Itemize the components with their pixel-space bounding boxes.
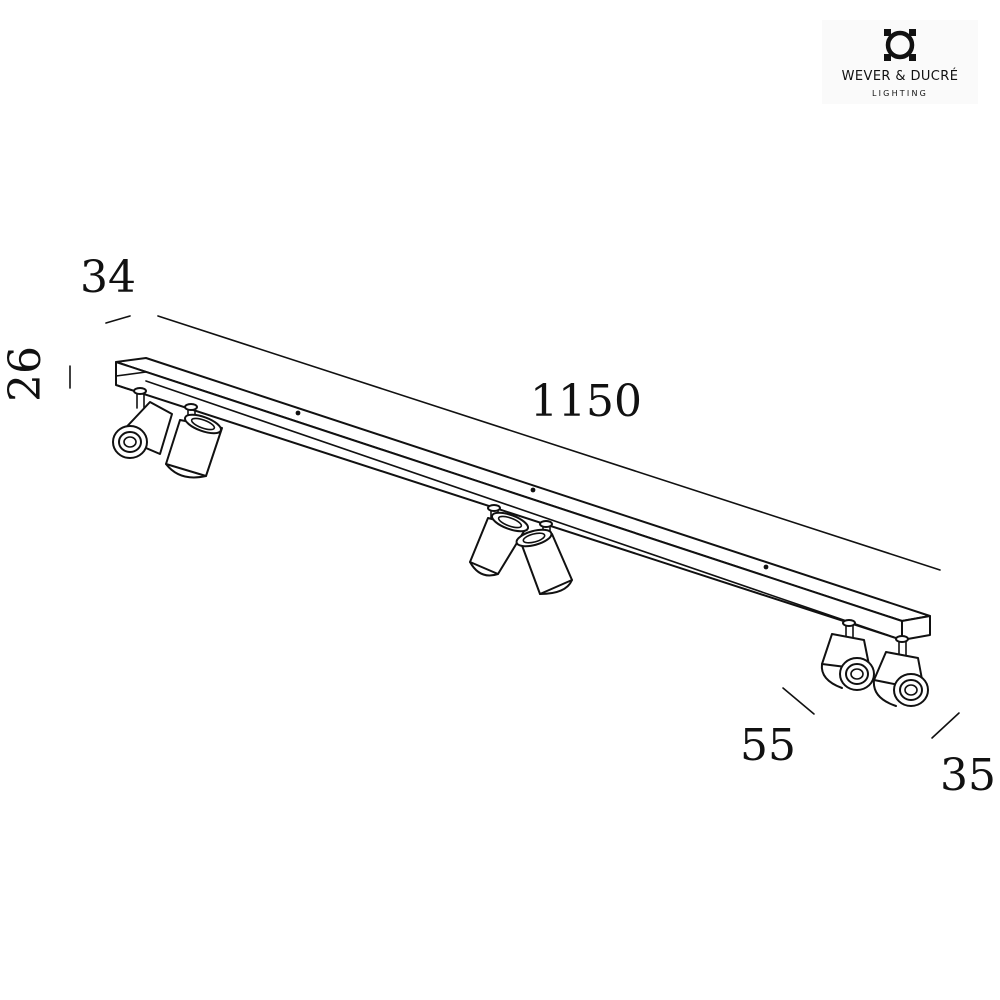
spotlight-1	[112, 387, 173, 459]
mount-point-3	[763, 564, 769, 570]
brand-subtitle: LIGHTING	[871, 89, 929, 98]
brand-name: WEVER & DUCRÉ	[841, 69, 959, 84]
dimension-length-label: 1150	[530, 376, 642, 427]
dimension-line-length	[157, 315, 941, 571]
dimension-line-depth	[105, 315, 131, 324]
dimension-line-spot-projection	[782, 687, 815, 715]
dimension-spot-diameter-label: 35	[940, 750, 996, 801]
dimension-depth-label: 34	[80, 252, 136, 303]
dimension-height-label: 26	[0, 346, 51, 402]
spotlight-6	[872, 635, 929, 707]
dimension-line-spot-diameter	[931, 712, 960, 739]
spotlight-3	[469, 504, 530, 577]
spotlight-2	[165, 403, 223, 479]
ring-with-four-tabs-icon	[884, 29, 916, 61]
brand-logo: WEVER & DUCRÉ LIGHTING	[822, 20, 978, 104]
spotlight-4	[515, 520, 573, 595]
dimension-spot-projection-label: 55	[740, 720, 796, 771]
ceiling-rail	[115, 357, 931, 641]
spotlight-5	[820, 619, 875, 691]
mount-point-1	[295, 410, 301, 416]
mount-point-2	[530, 487, 536, 493]
